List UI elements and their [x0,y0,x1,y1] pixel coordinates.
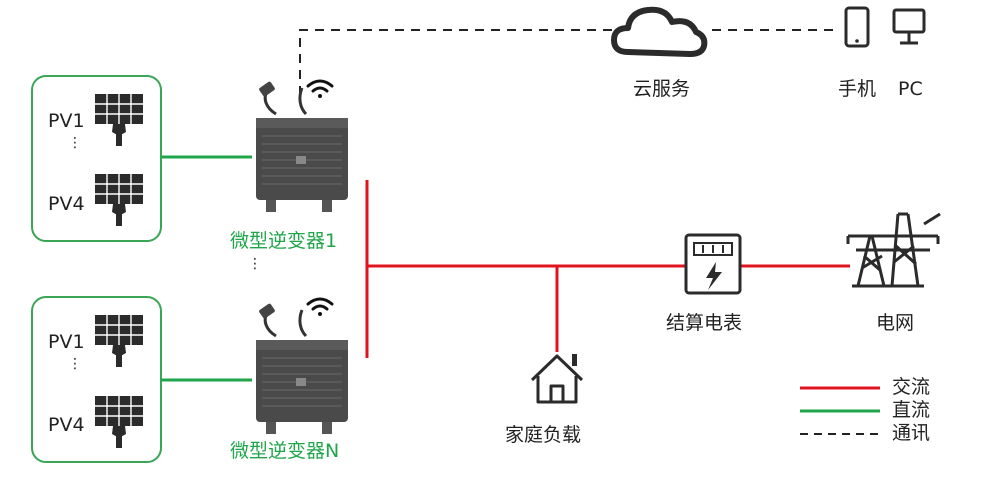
pv-label-bottom: PV4 [48,193,85,215]
inverter-ellipsis: ⋮ [248,256,262,272]
phone-label: 手机 [838,78,877,100]
meter-label: 结算电表 [666,312,743,334]
pv-label-top: PV1 [48,331,85,353]
inverter-label-n: 微型逆变器N [230,440,340,462]
solar-panel-icon [95,174,143,226]
home-label: 家庭负载 [505,424,582,446]
solar-panel-icon [95,315,143,367]
solar-panel-icon [95,396,143,448]
comm-line-inverter-cloud [299,29,612,95]
pc-label: PC [898,78,923,100]
house-icon [530,354,584,404]
meter-icon [684,233,742,295]
legend-dc-label: 直流 [892,399,931,421]
grid-label: 电网 [876,312,915,334]
wifi-icon [306,79,334,98]
solar-panel-icon [95,94,143,146]
cloud-label: 云服务 [633,78,691,100]
microinverter-icon [256,81,348,212]
inverter-label-1: 微型逆变器1 [230,230,338,252]
legend-ac-label: 交流 [892,376,931,398]
pv-ellipsis: ⋮ [68,356,82,372]
pv-ellipsis: ⋮ [68,135,82,151]
legend-comm-label: 通讯 [892,422,931,444]
monitor-icon [892,8,926,45]
power-tower-icon [846,212,941,288]
pv-label-top: PV1 [48,110,85,132]
phone-icon [844,6,870,48]
wifi-icon [306,297,334,316]
microinverter-icon [256,303,348,434]
pv-label-bottom: PV4 [48,414,85,436]
cloud-icon [611,6,708,57]
